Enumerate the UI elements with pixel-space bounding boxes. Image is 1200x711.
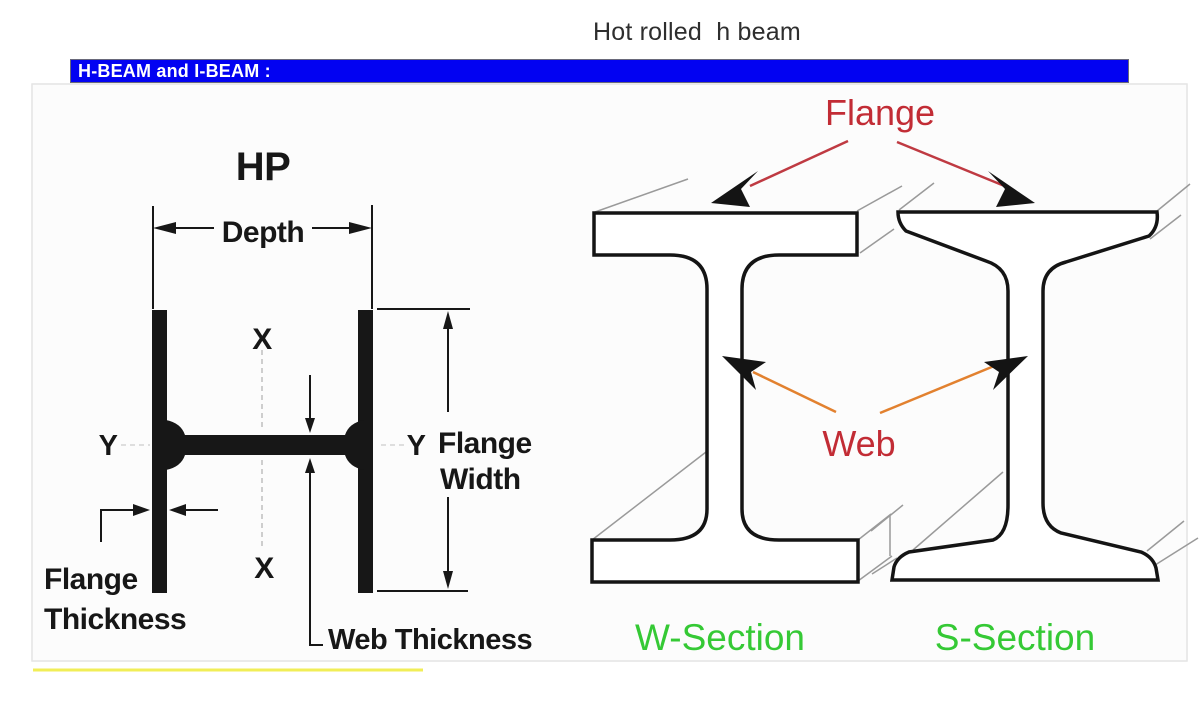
- flange-callout: Flange: [711, 92, 1035, 207]
- flange-arrowhead-right: [988, 171, 1035, 207]
- flange-thickness-leader: [100, 504, 218, 542]
- depth-arrow-right: [349, 222, 372, 234]
- hp-left-flange: [152, 310, 167, 593]
- flange-callout-label: Flange: [825, 92, 935, 133]
- y-axis-label-left: Y: [99, 430, 118, 462]
- web-thickness-label: Web Thickness: [328, 624, 532, 656]
- s-section-label: S-Section: [935, 617, 1095, 658]
- hp-right-flange: [358, 310, 373, 593]
- web-callout: Web: [722, 356, 1028, 464]
- x-axis-label-bottom: X: [254, 552, 274, 585]
- flange-arrowhead-left: [711, 171, 758, 207]
- hp-section-name: HP: [236, 145, 291, 189]
- depth-arrow-left: [153, 222, 176, 234]
- depth-dimension: [152, 205, 373, 309]
- web-thickness-leader: [305, 375, 323, 646]
- flange-width-label-line2: Width: [440, 463, 521, 496]
- web-arrow-line-left: [752, 370, 837, 414]
- depth-label: Depth: [222, 216, 305, 249]
- web-callout-label: Web: [822, 423, 895, 464]
- flange-width-dimension: [377, 308, 470, 592]
- web-arrowhead-right: [984, 356, 1028, 390]
- flange-arrow-line-right: [896, 140, 1008, 189]
- page-title: Hot rolled h beam: [593, 18, 801, 46]
- w-section-outline: [590, 211, 860, 584]
- flange-width-label-line1: Flange: [438, 427, 532, 460]
- hp-beam-diagram: HP Depth X X Y Y Flange Width Flange Thi…: [44, 145, 533, 656]
- hp-beam-shape: [152, 310, 373, 593]
- flange-thickness-label-line1: Flange: [44, 563, 138, 596]
- s-section-outline: [889, 210, 1161, 582]
- web-arrow-line-right: [879, 362, 1000, 415]
- x-axis-label-top: X: [252, 323, 272, 356]
- section-sketch-diagram: Flange Web W-Section S-Section: [590, 92, 1199, 658]
- y-axis-label-right: Y: [407, 430, 426, 462]
- web-arrowhead-left: [722, 356, 766, 390]
- heading-banner-label: H-BEAM and I-BEAM :: [78, 61, 271, 81]
- w-section-label: W-Section: [635, 617, 805, 658]
- hp-web: [166, 420, 364, 470]
- flange-thickness-label-line2: Thickness: [44, 603, 186, 636]
- heading-banner: H-BEAM and I-BEAM :: [70, 59, 1129, 83]
- flange-arrow-line-left: [749, 139, 849, 188]
